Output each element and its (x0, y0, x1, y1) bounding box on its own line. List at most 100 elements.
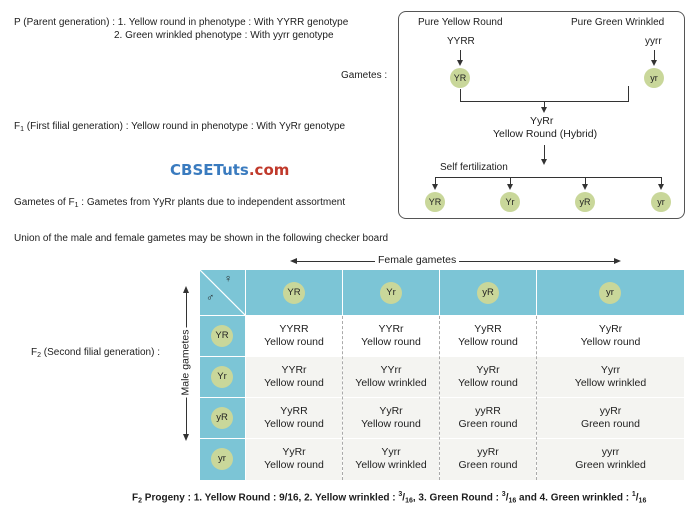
fraction-numerator: 3 (398, 491, 403, 498)
cell-genotype: YyRR (474, 323, 502, 335)
cross-diagram-box: Pure Yellow Round Pure Green Wrinkled YY… (398, 11, 685, 219)
cell-genotype: YYRr (378, 323, 404, 335)
column-divider (536, 316, 537, 480)
arrow-line (661, 177, 662, 186)
cell-phenotype: Green round (581, 418, 640, 430)
parent-generation-line-2: 2. Green wrinkled phenotype : With yyrr … (114, 30, 334, 41)
diagonal-divider (200, 270, 245, 315)
arrow-line (544, 145, 545, 161)
parent-generation-line-1: P (Parent generation) : 1. Yellow round … (14, 17, 349, 28)
arrow-line (460, 50, 461, 62)
gamete-ball: YR (211, 325, 233, 347)
f2-text: (Second filial generation) : (41, 347, 160, 358)
f2-generation-label: F2 (Second filial generation) : (31, 347, 160, 362)
f1-gamete-circle: yR (575, 192, 595, 212)
cell-phenotype: Yellow round (264, 418, 324, 430)
cell-genotype: YyRr (598, 323, 623, 335)
cell-genotype: YyRr (379, 405, 403, 417)
cell-phenotype: Yellow wrinkled (574, 377, 647, 389)
cell-genotype: Yyrr (381, 446, 401, 458)
fraction-denominator: 16 (638, 497, 647, 505)
cell-phenotype: Green wrinkled (575, 459, 646, 471)
gf1-text: : Gametes from YyRr plants due to indepe… (78, 197, 346, 208)
f2-subscript: 2 (37, 352, 42, 359)
arrow-head (432, 184, 438, 190)
cell-phenotype: Yellow wrinkled (355, 377, 427, 389)
arrow-head (582, 184, 588, 190)
arrow-up-head (183, 286, 189, 293)
gamete-ball: yr (599, 282, 621, 304)
connector-line (628, 86, 629, 101)
gamete-ball: yr (211, 448, 233, 470)
f2-progeny-summary: F2 Progeny : 1. Yellow Round : 9/16, 2. … (132, 491, 647, 505)
row-header: Yr (200, 357, 245, 397)
cell-genotype: YyRr (476, 364, 500, 376)
f1-subscript: 1 (20, 126, 25, 133)
union-line: Union of the male and female gametes may… (14, 233, 389, 244)
arrow-line (585, 177, 586, 186)
fraction-numerator: 3 (501, 491, 506, 498)
f1-gamete-circle: YR (425, 192, 445, 212)
genotype-left: YYRR (447, 36, 475, 47)
row-header: yR (200, 398, 245, 438)
fraction-denominator: 16 (405, 497, 413, 505)
logo-suffix: .com (248, 161, 290, 179)
distribution-line (435, 177, 662, 178)
corner-cell: ♀ ♂ (200, 270, 245, 315)
male-gametes-label: Male gametes (179, 327, 193, 398)
gametes-label: Gametes : (341, 70, 388, 81)
cell-phenotype: Yellow round (458, 336, 518, 348)
arrow-head (541, 159, 547, 165)
cell-phenotype: Yellow round (361, 418, 421, 430)
connector-line (460, 89, 461, 101)
cell-phenotype: Yellow round (264, 377, 324, 389)
gamete-ball: YR (283, 282, 305, 304)
column-divider (342, 316, 343, 480)
cell-genotype: yyrr (601, 446, 620, 458)
cell-genotype: YyRR (280, 405, 308, 417)
gamete-circle: YR (450, 68, 470, 88)
cell-genotype: yyRR (475, 405, 501, 417)
female-symbol: ♀ (224, 273, 233, 285)
arrow-down-head (183, 434, 189, 441)
f1-generation-line: F1 (First filial generation) : Yellow ro… (14, 121, 345, 136)
arrow-head (541, 107, 547, 113)
hybrid-genotype: YyRr (530, 115, 554, 127)
cell-genotype: YyRr (282, 446, 306, 458)
cell-phenotype: Yellow round (458, 377, 518, 389)
arrow-head (507, 184, 513, 190)
cell-genotype: Yyrr (600, 364, 621, 376)
f1-gamete-circle: yr (651, 192, 671, 212)
arrow-head (658, 184, 664, 190)
f1-prefix: F (14, 121, 21, 132)
progeny-part-2: , 3. Green Round : (412, 492, 502, 504)
col-header: Yr (343, 270, 439, 315)
gamete-ball: Yr (211, 366, 233, 388)
arrow-line (435, 177, 436, 186)
parent-right-label: Pure Green Wrinkled (571, 17, 665, 28)
fraction-numerator: 1 (631, 491, 636, 498)
arrow-right-head (614, 258, 621, 264)
arrow-head (651, 60, 657, 66)
f2-prefix: F (31, 347, 38, 358)
self-fertilization-label: Self fertilization (440, 162, 508, 173)
cell-phenotype: Yellow round (264, 336, 324, 348)
progeny-part-1: Progeny : 1. Yellow Round : 9/16, 2. Yel… (142, 492, 399, 504)
gamete-circle: yr (644, 68, 664, 88)
col-header: yr (537, 270, 684, 315)
logo-main: CBSETuts (170, 161, 249, 179)
connector-line (544, 101, 545, 109)
row-header: YR (200, 316, 245, 356)
